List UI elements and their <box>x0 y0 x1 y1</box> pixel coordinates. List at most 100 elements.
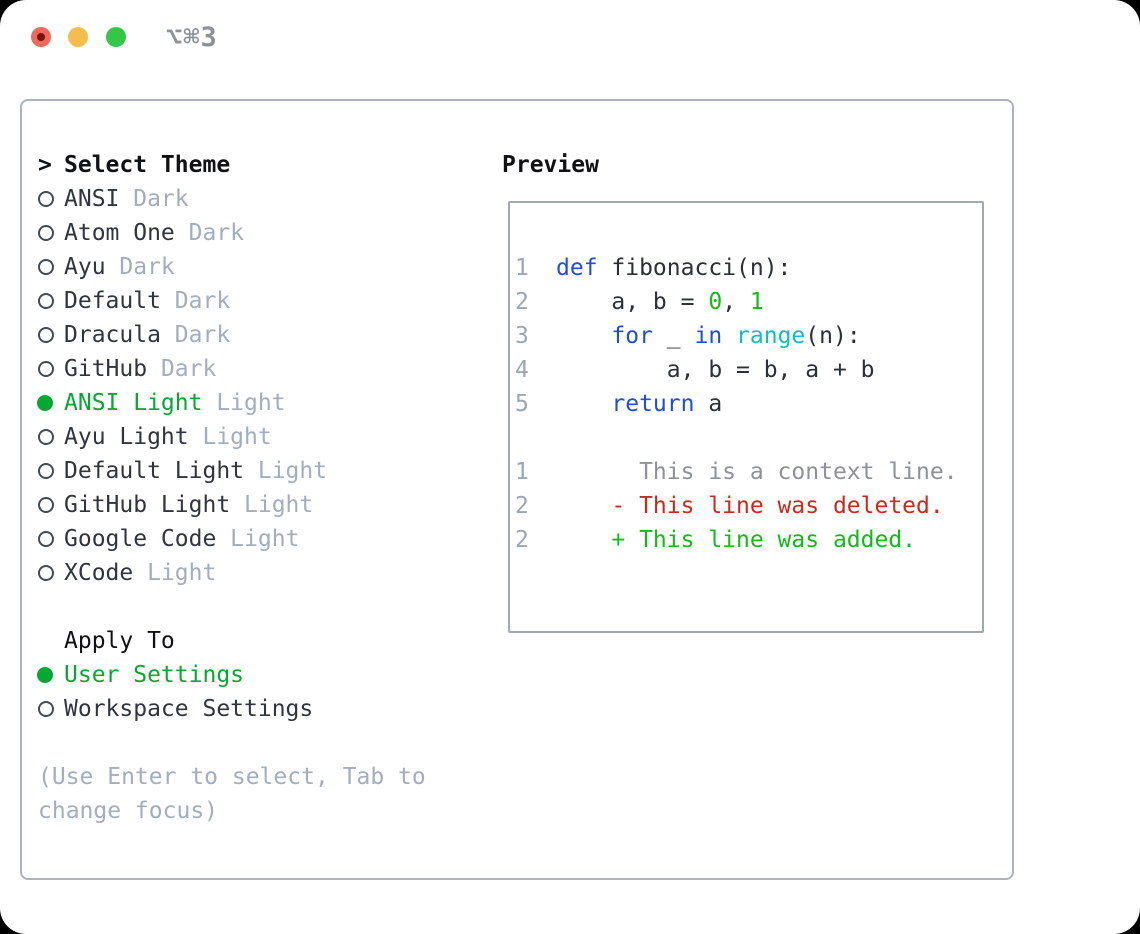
code-token-text: a <box>694 391 723 417</box>
theme-item-atom-one[interactable]: Atom One Dark <box>38 216 488 250</box>
radio-icon <box>38 565 64 581</box>
theme-item-label: ANSI Light <box>64 390 203 416</box>
line-number: 1 <box>515 459 529 485</box>
theme-variant-label: Light <box>188 424 272 450</box>
cursor-prompt-icon: > <box>38 152 52 178</box>
theme-item-default-light[interactable]: Default Light Light <box>38 454 488 488</box>
line-number: 4 <box>515 357 529 383</box>
radio-icon <box>38 225 64 241</box>
window-title: ⌥⌘3 <box>166 22 218 53</box>
apply-to-header: Apply To <box>64 628 175 654</box>
theme-item-label: Atom One <box>64 220 175 246</box>
radio-icon <box>38 259 64 275</box>
theme-item-label: GitHub <box>64 356 148 382</box>
code-token-text: , <box>722 289 750 315</box>
radio-icon <box>38 191 64 207</box>
code-token-keyword: return <box>611 391 695 417</box>
preview-diff-block: 1 This is a context line.2 - This line w… <box>515 455 982 557</box>
line-number: 3 <box>515 323 529 349</box>
apply-option-label: User Settings <box>64 662 245 688</box>
code-token-added: + This line was added. <box>556 527 917 553</box>
line-number: 2 <box>515 527 529 553</box>
select-theme-header-row: > Select Theme <box>38 148 488 182</box>
theme-item-dracula[interactable]: Dracula Dark <box>38 318 488 352</box>
code-token-keyword: def <box>556 255 598 281</box>
radio-selected-icon <box>37 667 64 683</box>
line-number: 5 <box>515 391 529 417</box>
theme-variant-label: Dark <box>119 186 189 212</box>
radio-icon <box>38 327 64 343</box>
record-dot-icon <box>37 33 45 41</box>
theme-item-label: GitHub Light <box>64 492 231 518</box>
line-number: 2 <box>515 493 529 519</box>
close-button[interactable] <box>31 27 51 47</box>
minimize-button[interactable] <box>68 27 88 47</box>
zoom-button[interactable] <box>106 27 126 47</box>
diff-line: 2 - This line was deleted. <box>515 489 982 523</box>
code-token-text <box>556 387 611 421</box>
code-token-text: a, b = <box>556 289 709 315</box>
line-number: 1 <box>515 255 529 281</box>
apply-to-header-row: Apply To <box>38 624 488 658</box>
theme-variant-label: Light <box>202 390 286 416</box>
diff-line: 1 This is a context line. <box>515 455 982 489</box>
code-token-green: 1 <box>749 289 764 315</box>
diff-line: 2 + This line was added. <box>515 523 982 557</box>
radio-icon <box>38 463 64 479</box>
theme-item-label: Default <box>64 288 161 314</box>
blank-line <box>515 421 982 455</box>
theme-item-label: Google Code <box>64 526 217 552</box>
theme-variant-label: Dark <box>160 322 231 348</box>
code-token-text: _ <box>652 323 695 349</box>
theme-variant-label: Light <box>216 526 300 552</box>
theme-variant-label: Light <box>133 560 217 586</box>
theme-item-ayu-light[interactable]: Ayu Light Light <box>38 420 488 454</box>
theme-item-xcode[interactable]: XCode Light <box>38 556 488 590</box>
code-token-function: range <box>736 323 806 349</box>
select-theme-header: Select Theme <box>64 152 231 178</box>
code-line: 4 a, b = b, a + b <box>515 353 982 387</box>
code-token-text: fibonacci(n): <box>597 255 792 281</box>
theme-item-label: XCode <box>64 560 134 586</box>
theme-item-ansi-light[interactable]: ANSI Light Light <box>37 386 488 420</box>
code-token-keyword: in <box>694 323 723 349</box>
theme-item-label: Ayu Light <box>64 424 189 450</box>
radio-icon <box>38 531 64 547</box>
code-line: 1 def fibonacci(n): <box>515 251 982 285</box>
code-token-keyword: for <box>611 323 653 349</box>
theme-variant-label: Light <box>230 492 314 518</box>
radio-icon <box>38 429 64 445</box>
keyboard-hint: (Use Enter to select, Tab to change focu… <box>38 764 426 824</box>
theme-item-label: Dracula <box>64 322 161 348</box>
titlebar: ⌥⌘3 <box>0 0 1140 99</box>
apply-option-label: Workspace Settings <box>64 696 314 722</box>
theme-item-label: Ayu <box>64 254 106 280</box>
theme-item-github-light[interactable]: GitHub Light Light <box>38 488 488 522</box>
radio-selected-icon <box>37 395 64 411</box>
theme-item-github[interactable]: GitHub Dark <box>38 352 488 386</box>
code-token-context: This is a context line. <box>556 459 958 485</box>
theme-item-label: ANSI <box>64 186 120 212</box>
radio-icon <box>38 361 64 377</box>
theme-variant-label: Dark <box>160 288 231 314</box>
theme-item-ansi[interactable]: ANSI Dark <box>38 182 488 216</box>
apply-option-user-settings[interactable]: User Settings <box>37 658 488 692</box>
code-token-deleted: - This line was deleted. <box>556 493 944 519</box>
code-token-text <box>556 319 611 353</box>
theme-item-google-code[interactable]: Google Code Light <box>38 522 488 556</box>
radio-icon <box>38 701 64 717</box>
theme-item-ayu[interactable]: Ayu Dark <box>38 250 488 284</box>
code-token-green: 0 <box>708 289 723 315</box>
code-token-text: (n): <box>805 323 861 349</box>
code-token-text: a, b = b, a + b <box>556 357 875 383</box>
apply-option-workspace-settings[interactable]: Workspace Settings <box>38 692 488 726</box>
code-line: 3 for _ in range(n): <box>515 319 982 353</box>
theme-item-default[interactable]: Default Dark <box>38 284 488 318</box>
